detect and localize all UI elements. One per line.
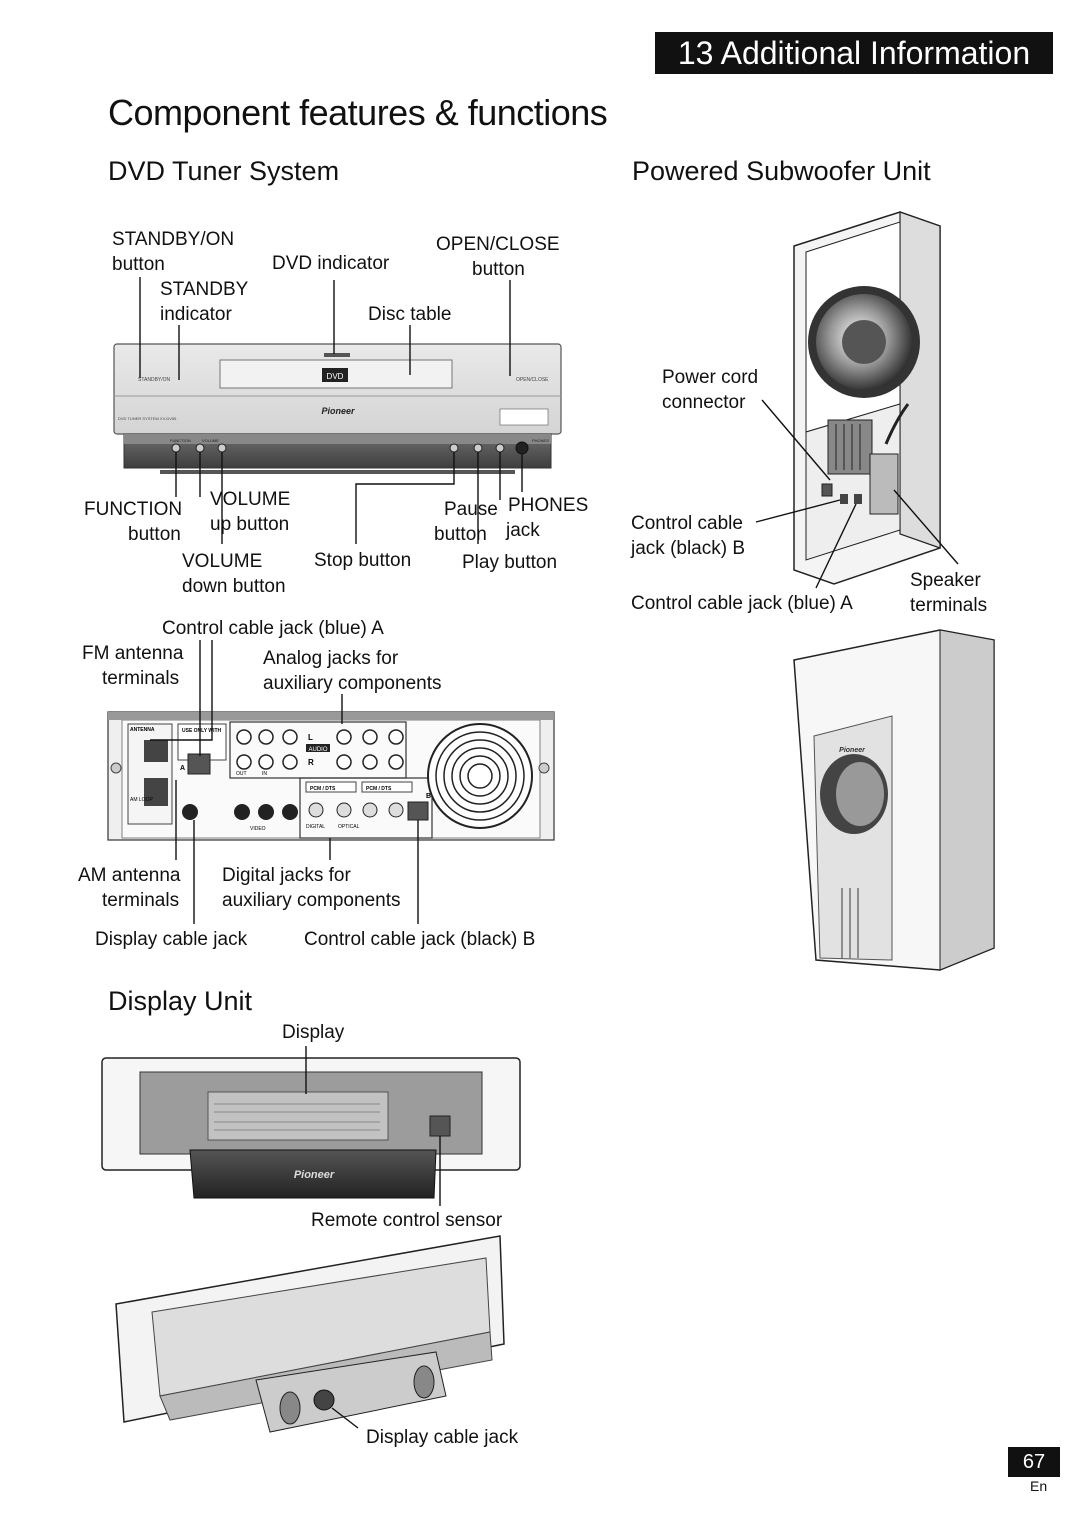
rear-video: VIDEO <box>250 826 266 832</box>
label-volume-down-sub: down button <box>182 576 286 597</box>
label-volume-up: VOLUME <box>210 489 291 510</box>
standby-mark: STANDBY/ON <box>138 377 171 383</box>
rear-use-only: USE ONLY WITH <box>182 728 222 734</box>
label-digital-jacks-sub: auxiliary components <box>222 890 401 911</box>
label-display-cable-jack: Display cable jack <box>95 929 248 950</box>
label-fm-antenna: FM antenna <box>82 643 184 664</box>
sub-brand: Pioneer <box>839 747 866 754</box>
function-mark: FUNCTION <box>170 438 191 443</box>
label-play-button: Play button <box>462 552 558 573</box>
phones-mark: PHONES <box>532 438 549 443</box>
label-speaker: Speaker <box>910 570 981 591</box>
dvd-model: DVD TUNER SYSTEM XV-DV55 <box>118 416 177 421</box>
rear-b: B <box>426 793 431 800</box>
display-brand: Pioneer <box>294 1169 335 1181</box>
label-fm-antenna-sub: terminals <box>102 668 180 689</box>
page-title: Component features & functions <box>108 92 608 133</box>
label-display-cable-jack-rear: Display cable jack <box>366 1427 519 1448</box>
dvd-brand: Pioneer <box>321 406 355 416</box>
section-title-subwoofer: Powered Subwoofer Unit <box>632 156 931 186</box>
label-digital-jacks: Digital jacks for <box>222 865 351 886</box>
label-power-cord-sub: connector <box>662 392 746 413</box>
label-open-close-sub: button <box>472 259 525 280</box>
label-function: FUNCTION <box>84 499 183 520</box>
label-volume-up-sub: up button <box>210 514 290 535</box>
label-display: Display <box>282 1022 345 1043</box>
label-pause-sub: button <box>434 524 487 545</box>
rear-digital: DIGITAL <box>306 824 325 830</box>
rear-optical: OPTICAL <box>338 824 360 830</box>
rear-l: L <box>308 733 313 742</box>
rear-audio: AUDIO <box>308 747 327 753</box>
label-stop-button: Stop button <box>314 550 412 571</box>
label-am-antenna-sub: terminals <box>102 890 180 911</box>
rear-r: R <box>308 758 314 767</box>
label-phones-sub: jack <box>506 520 540 541</box>
label-sub-control-cable-blue: Control cable jack (blue) A <box>631 593 853 614</box>
rear-out: OUT <box>236 771 247 777</box>
label-control-cable-black: Control cable jack (black) B <box>304 929 536 950</box>
section-title-dvd-tuner: DVD Tuner System <box>108 156 340 186</box>
label-dvd-indicator: DVD indicator <box>272 253 390 274</box>
label-sub-control-cable-sub: jack (black) B <box>631 538 746 559</box>
label-analog-jacks-sub: auxiliary components <box>263 673 442 694</box>
label-volume-down: VOLUME <box>182 551 263 572</box>
rear-pcm-2: PCM / DTS <box>366 786 392 792</box>
label-sub-control-cable: Control cable <box>631 513 743 534</box>
volume-mark: VOLUME <box>202 438 219 443</box>
label-remote-sensor: Remote control sensor <box>311 1210 503 1231</box>
label-open-close: OPEN/CLOSE <box>436 234 560 255</box>
page-number: 67 <box>1008 1447 1060 1477</box>
rear-a: A <box>180 765 185 772</box>
label-am-antenna: AM antenna <box>78 865 181 886</box>
label-standby-sub: indicator <box>160 304 232 325</box>
open-close-mark: OPEN/CLOSE <box>516 377 549 383</box>
label-analog-jacks: Analog jacks for <box>263 648 399 669</box>
label-pause: Pause <box>444 499 498 520</box>
dvd-logo: DVD <box>327 372 344 381</box>
label-standby: STANDBY <box>160 279 249 300</box>
label-function-sub: button <box>128 524 181 545</box>
label-control-cable-blue: Control cable jack (blue) A <box>162 618 384 639</box>
section-title-display-unit: Display Unit <box>108 986 253 1016</box>
language-code: En <box>1030 1478 1048 1494</box>
label-phones: PHONES <box>508 495 589 516</box>
label-standby-on-sub: button <box>112 254 165 275</box>
chapter-header: 13 Additional Information <box>655 32 1053 74</box>
rear-antenna: ANTENNA <box>130 727 155 733</box>
rear-am: AM LOOP <box>130 797 153 803</box>
label-standby-on: STANDBY/ON <box>112 229 235 250</box>
label-disc-table: Disc table <box>368 304 452 325</box>
rear-in: IN <box>262 771 267 777</box>
label-power-cord: Power cord <box>662 367 759 388</box>
label-speaker-sub: terminals <box>910 595 988 616</box>
rear-pcm-1: PCM / DTS <box>310 786 336 792</box>
